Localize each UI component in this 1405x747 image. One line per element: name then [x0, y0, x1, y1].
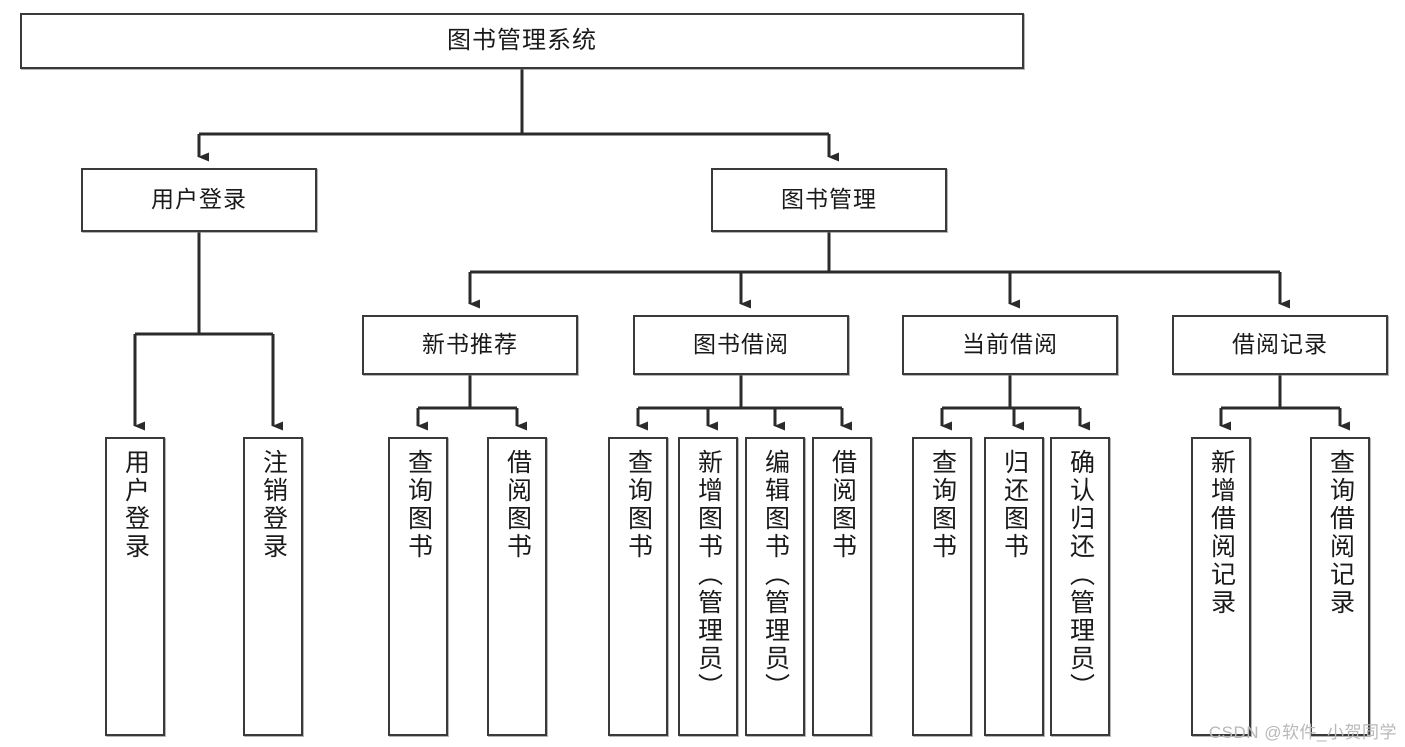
node-label: 新书推荐 — [422, 331, 518, 358]
node-label: 查询借阅记录 — [1326, 449, 1355, 617]
node-leaf-edit-book[interactable]: 编辑图书（管理员） — [745, 437, 805, 736]
node-book-manage[interactable]: 图书管理 — [711, 168, 947, 232]
node-label: 借阅记录 — [1232, 331, 1328, 358]
node-leaf-borrow-book[interactable]: 借阅图书 — [812, 437, 872, 736]
node-label: 新增图书（管理员） — [694, 449, 723, 701]
node-leaf-add-record[interactable]: 新增借阅记录 — [1191, 437, 1251, 736]
node-leaf-add-book[interactable]: 新增图书（管理员） — [678, 437, 738, 736]
node-label: 图书管理 — [781, 186, 877, 213]
node-leaf-user-login[interactable]: 用户登录 — [105, 437, 165, 736]
node-leaf-query-record[interactable]: 查询借阅记录 — [1310, 437, 1370, 736]
node-book-borrow[interactable]: 图书借阅 — [633, 315, 849, 375]
node-label: 当前借阅 — [962, 331, 1058, 358]
node-label: 新增借阅记录 — [1207, 449, 1236, 617]
node-borrow-record[interactable]: 借阅记录 — [1172, 315, 1388, 375]
node-current-borrow[interactable]: 当前借阅 — [902, 315, 1118, 375]
node-leaf-rec-borrow-book[interactable]: 借阅图书 — [487, 437, 547, 736]
node-label: 确认归还（管理员） — [1066, 449, 1095, 701]
node-label: 图书管理系统 — [447, 26, 597, 54]
node-leaf-confirm-return[interactable]: 确认归还（管理员） — [1050, 437, 1110, 736]
node-label: 图书借阅 — [693, 331, 789, 358]
node-user-login[interactable]: 用户登录 — [81, 168, 317, 232]
node-leaf-return-book[interactable]: 归还图书 — [984, 437, 1044, 736]
node-new-book-rec[interactable]: 新书推荐 — [362, 315, 578, 375]
node-leaf-rec-query-book[interactable]: 查询图书 — [388, 437, 448, 736]
node-label: 查询图书 — [624, 449, 653, 561]
root-node[interactable]: 图书管理系统 — [20, 13, 1024, 69]
node-label: 归还图书 — [1000, 449, 1029, 561]
node-label: 查询图书 — [928, 449, 957, 561]
node-leaf-cur-query-book[interactable]: 查询图书 — [912, 437, 972, 736]
watermark-text: CSDN @软件_小贺同学 — [1208, 723, 1397, 742]
node-leaf-borrow-query-book[interactable]: 查询图书 — [608, 437, 668, 736]
node-label: 注销登录 — [259, 449, 288, 561]
node-label: 借阅图书 — [503, 449, 532, 561]
node-label: 用户登录 — [151, 186, 247, 213]
node-label: 查询图书 — [404, 449, 433, 561]
node-leaf-logout[interactable]: 注销登录 — [243, 437, 303, 736]
node-label: 借阅图书 — [828, 449, 857, 561]
node-label: 用户登录 — [121, 449, 150, 561]
node-label: 编辑图书（管理员） — [761, 449, 790, 701]
